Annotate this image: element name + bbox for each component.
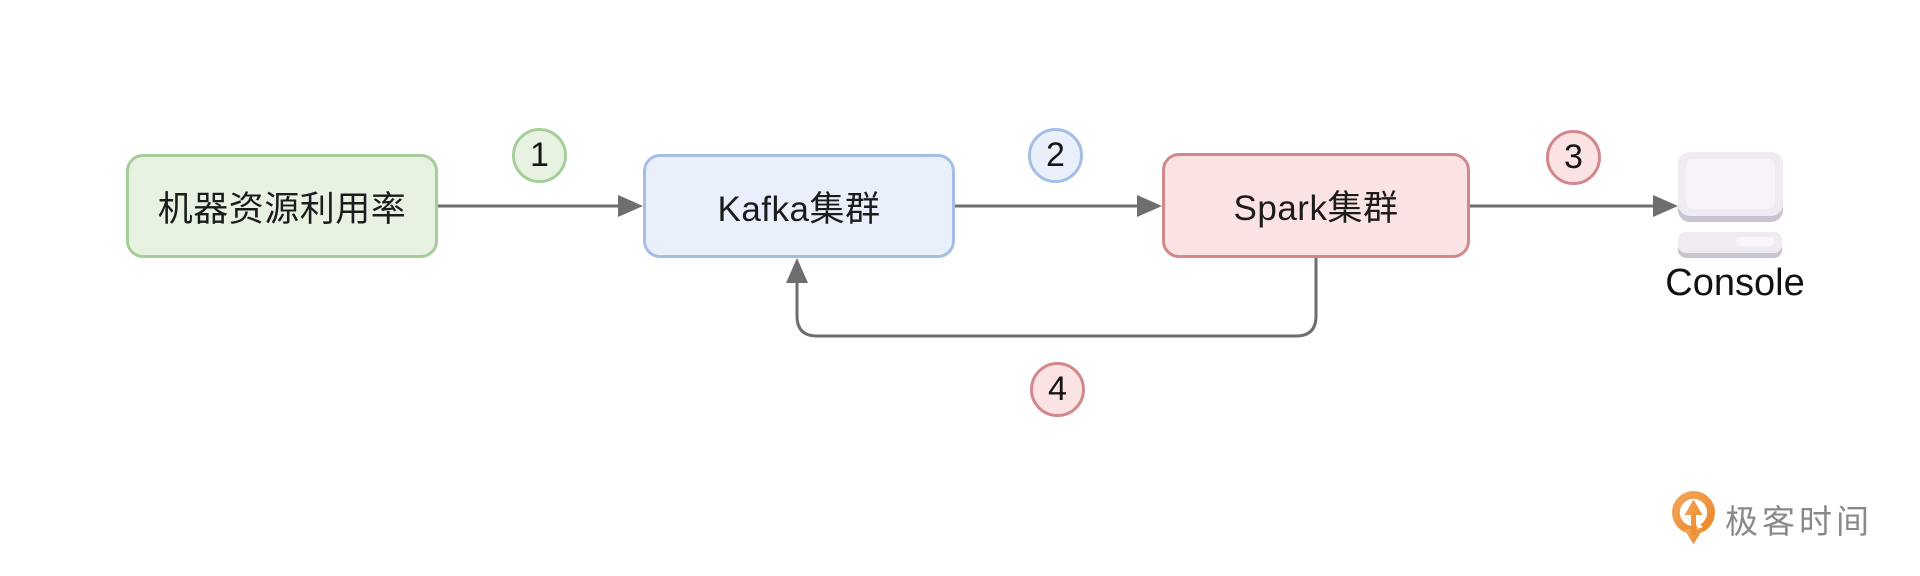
step-badge-4: 4 [1030, 362, 1085, 417]
arrow-spark-to-kafka-loop [795, 258, 1318, 338]
node-console-label: Console [1665, 262, 1805, 304]
node-kafka-cluster: Kafka集群 [643, 154, 955, 258]
step-badge-3: 3 [1546, 130, 1601, 185]
arrowhead-1 [618, 195, 643, 217]
node-machine-utilization: 机器资源利用率 [126, 154, 438, 258]
geektime-logo-icon [1672, 491, 1715, 544]
monitor-icon [1678, 152, 1783, 216]
brand-name: 极客时间 [1725, 502, 1873, 540]
brand-watermark: 极客时间 [1672, 491, 1873, 546]
step-badge-1: 1 [512, 128, 567, 183]
keyboard-bar [1736, 237, 1774, 246]
arrowhead-4 [786, 258, 808, 283]
console-icon [1678, 152, 1785, 263]
arrowhead-2 [1137, 195, 1162, 217]
step-badge-2: 2 [1028, 128, 1083, 183]
keyboard-icon [1678, 232, 1782, 253]
node-spark-cluster: Spark集群 [1162, 153, 1470, 258]
monitor-screen [1686, 159, 1775, 209]
arrowhead-3 [1653, 195, 1678, 217]
